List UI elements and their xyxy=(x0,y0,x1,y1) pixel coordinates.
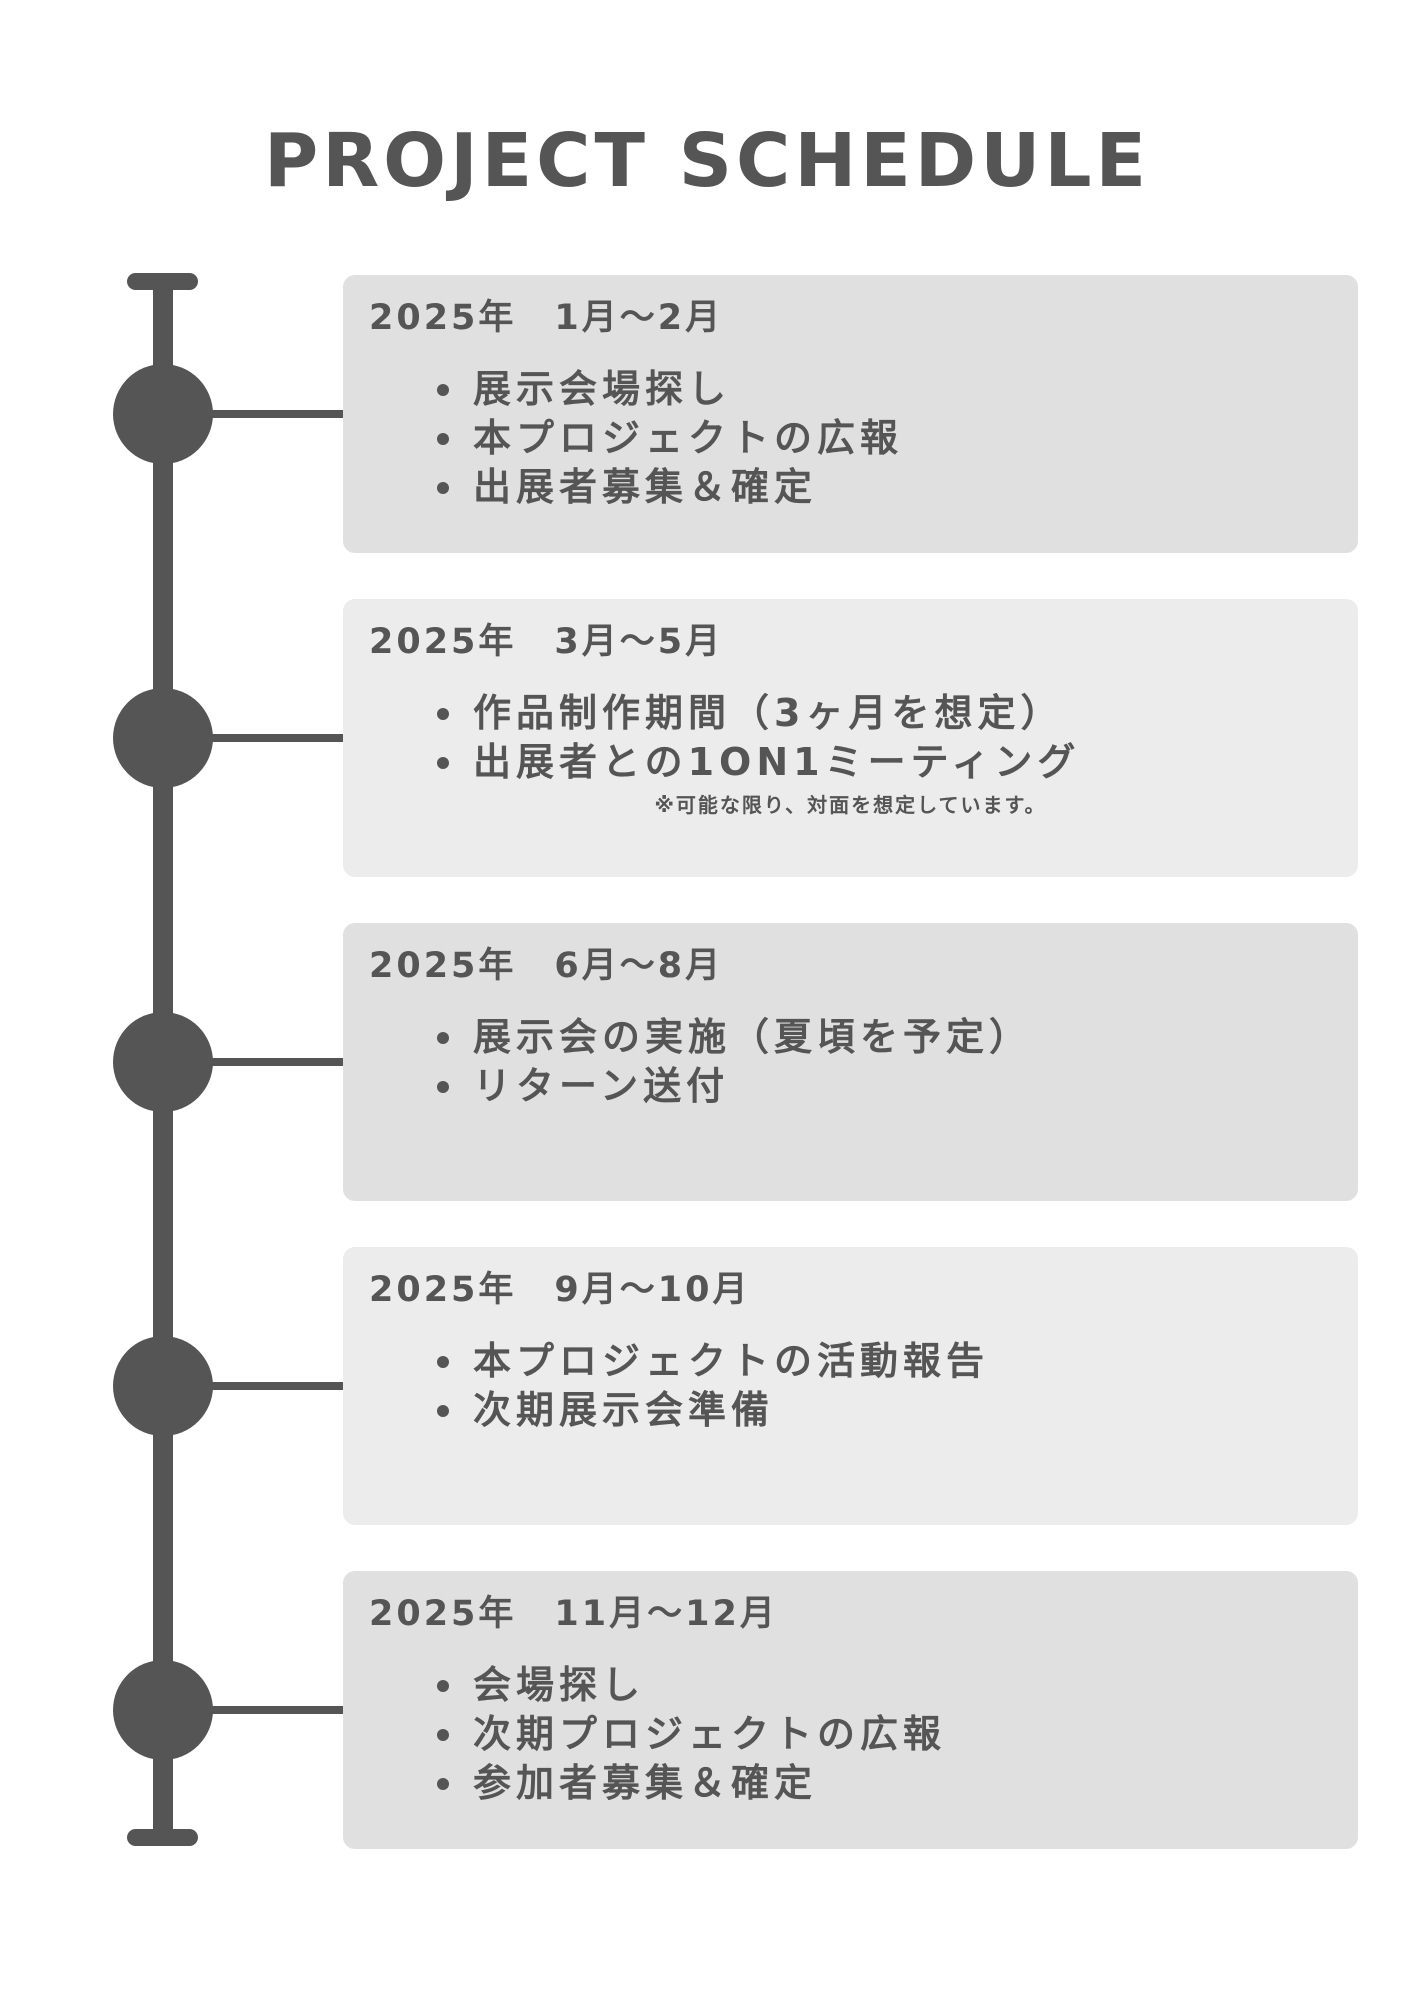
phase-date: 2025年 3月〜5月 xyxy=(369,622,724,662)
phase-card: 2025年 9月〜10月本プロジェクトの活動報告次期展示会準備 xyxy=(343,1247,1358,1525)
timeline-connector xyxy=(200,1706,343,1714)
task-item: 出展者募集＆確定 xyxy=(437,463,903,512)
bullet-icon xyxy=(437,1680,449,1692)
timeline-node xyxy=(113,364,213,464)
phase-task-list: 作品制作期間（3ヶ月を想定） 出展者との1ON1ミーティング xyxy=(437,689,1081,787)
task-item: 次期プロジェクトの広報 xyxy=(437,1710,947,1759)
phase-date: 2025年 11月〜12月 xyxy=(369,1594,778,1634)
task-text: 本プロジェクトの活動報告 xyxy=(473,1339,990,1383)
phase-card: 2025年 11月〜12月会場探し次期プロジェクトの広報参加者募集＆確定 xyxy=(343,1571,1358,1849)
bullet-icon xyxy=(437,1729,449,1741)
phase-note: ※可能な限り、対面を想定しています。 xyxy=(654,793,1047,817)
task-item: 本プロジェクトの活動報告 xyxy=(437,1337,990,1386)
task-text: 作品制作期間（3ヶ月を想定） xyxy=(473,691,1064,735)
timeline-node xyxy=(113,688,213,788)
timeline-bottom-cap xyxy=(127,1829,198,1846)
phase-card: 2025年 1月〜2月展示会場探し本プロジェクトの広報出展者募集＆確定 xyxy=(343,275,1358,553)
timeline-node xyxy=(113,1660,213,1760)
timeline-connector xyxy=(200,1382,343,1390)
timeline-connector xyxy=(200,1058,343,1066)
bullet-icon xyxy=(437,384,449,396)
task-text: 出展者募集＆確定 xyxy=(473,465,818,509)
bullet-icon xyxy=(437,1081,449,1093)
task-item: 出展者との1ON1ミーティング xyxy=(437,738,1081,787)
bullet-icon xyxy=(437,1778,449,1790)
bullet-icon xyxy=(437,1356,449,1368)
task-item: 展示会の実施（夏頃を予定） xyxy=(437,1013,1033,1062)
task-item: 次期展示会準備 xyxy=(437,1386,989,1435)
task-item: 会場探し xyxy=(437,1661,946,1710)
task-text: 次期プロジェクトの広報 xyxy=(473,1712,947,1756)
task-text: 次期展示会準備 xyxy=(473,1388,775,1432)
bullet-icon xyxy=(437,482,449,494)
timeline-connector xyxy=(200,410,343,418)
phase-card: 2025年 3月〜5月作品制作期間（3ヶ月を想定） 出展者との1ON1ミーティング… xyxy=(343,599,1358,877)
bullet-icon xyxy=(437,1032,449,1044)
task-item: 参加者募集＆確定 xyxy=(437,1759,946,1808)
phase-task-list: 本プロジェクトの活動報告次期展示会準備 xyxy=(437,1337,990,1435)
timeline-top-cap xyxy=(127,273,198,290)
task-item: リターン送付 xyxy=(437,1062,1032,1111)
page-title: PROJECT SCHEDULE xyxy=(263,118,1151,204)
task-text: 出展者との1ON1ミーティング xyxy=(473,740,1081,784)
phase-task-list: 展示会の実施（夏頃を予定） リターン送付 xyxy=(437,1013,1033,1111)
timeline-node xyxy=(113,1336,213,1436)
bullet-icon xyxy=(437,433,449,445)
task-text: 会場探し xyxy=(473,1663,646,1707)
phase-card: 2025年 6月〜8月展示会の実施（夏頃を予定） リターン送付 xyxy=(343,923,1358,1201)
bullet-icon xyxy=(437,708,449,720)
task-text: 展示会場探し xyxy=(473,367,732,411)
timeline-node xyxy=(113,1012,213,1112)
task-item: 展示会場探し xyxy=(437,365,903,414)
task-text: 本プロジェクトの広報 xyxy=(473,416,904,460)
task-text: リターン送付 xyxy=(473,1064,730,1108)
timeline-connector xyxy=(200,734,343,742)
phase-date: 2025年 9月〜10月 xyxy=(369,1270,751,1310)
phase-task-list: 展示会場探し本プロジェクトの広報出展者募集＆確定 xyxy=(437,365,904,512)
bullet-icon xyxy=(437,1405,449,1417)
bullet-icon xyxy=(437,757,449,769)
phase-task-list: 会場探し次期プロジェクトの広報参加者募集＆確定 xyxy=(437,1661,947,1808)
task-item: 作品制作期間（3ヶ月を想定） xyxy=(437,689,1080,738)
task-text: 参加者募集＆確定 xyxy=(473,1761,818,1805)
phase-date: 2025年 1月〜2月 xyxy=(369,298,724,338)
task-item: 本プロジェクトの広報 xyxy=(437,414,904,463)
task-text: 展示会の実施（夏頃を予定） xyxy=(473,1015,1033,1059)
phase-date: 2025年 6月〜8月 xyxy=(369,946,724,986)
